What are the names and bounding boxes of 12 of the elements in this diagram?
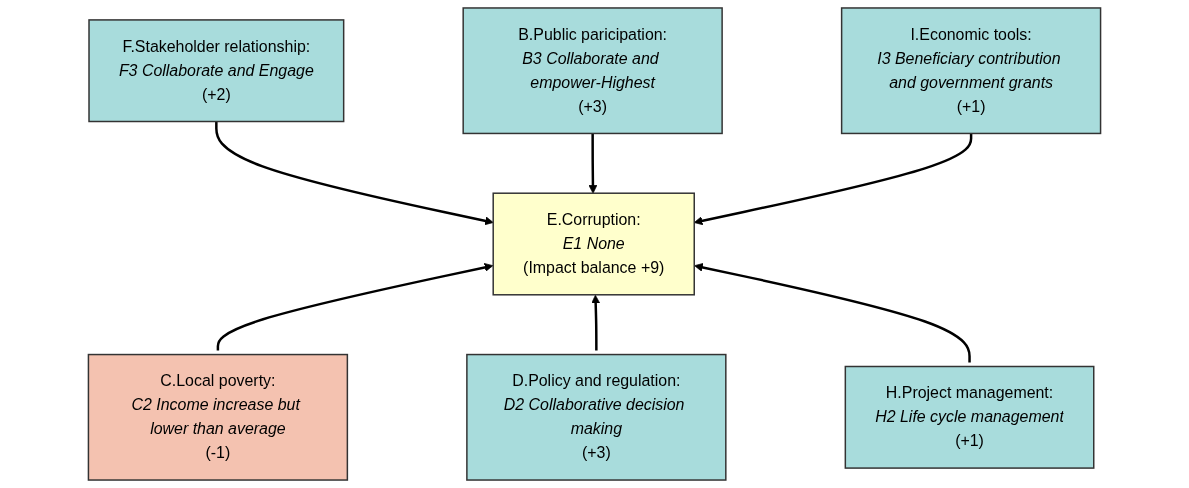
- process-box: B.Public paricipation: B3 Collaborate and empower-Highest (+3): [462, 7, 723, 135]
- process-box: I.Economic tools: I3 Beneficiary contribution and government grants (+1): [840, 7, 1102, 135]
- arrow: [215, 121, 494, 226]
- process-box: H.Project management: H2 Life cycle management (+1): [844, 365, 1095, 469]
- process-box: D.Policy and regulation: D2 Collaborative decision making (+3): [466, 353, 727, 481]
- process-box: C.Local poverty: C2 Income increase but lower than average (-1): [87, 353, 349, 481]
- process-box: E.Corruption: E1 None (Impact balance +9): [492, 192, 695, 296]
- process-box: F.Stakeholder relationship: F3 Collaborate and Engage (+2): [88, 19, 345, 123]
- arrow: [588, 133, 598, 194]
- arrow: [591, 294, 601, 351]
- arrow: [694, 263, 971, 363]
- arrow: [216, 263, 494, 351]
